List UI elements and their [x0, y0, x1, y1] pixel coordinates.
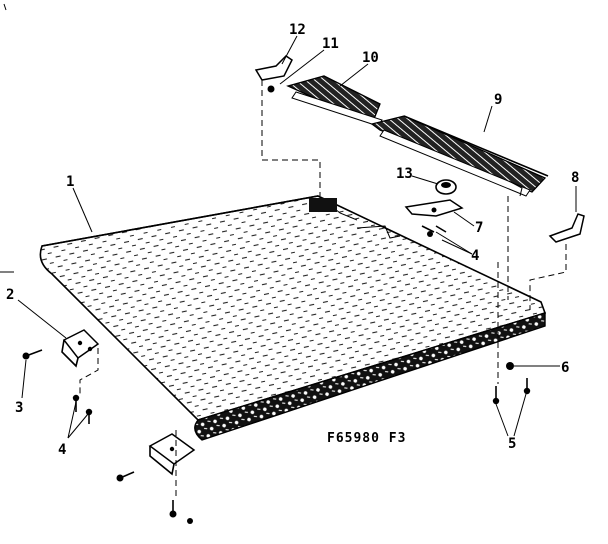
- callout-labels: 1 2 3 4 4 5 6 7 8 9 10 11 12 13: [6, 22, 579, 458]
- rail-assembly: [286, 75, 549, 197]
- board-part-1: [39, 195, 547, 441]
- callout-4-left: 4: [58, 442, 66, 458]
- screws-part-5: [492, 378, 531, 405]
- bracket-part-8: [548, 213, 585, 243]
- frame-marks: [0, 3, 14, 273]
- alignment-lines: [79, 80, 567, 498]
- leader-lines: [17, 35, 577, 439]
- bracket-part-12: [254, 55, 293, 93]
- callout-10: 10: [362, 50, 379, 66]
- screw-part-3: [22, 349, 43, 360]
- screw-lower-front: [116, 471, 193, 524]
- callout-3: 3: [15, 400, 23, 416]
- bracket-part-2: [61, 329, 100, 368]
- callout-12: 12: [289, 22, 306, 38]
- callout-8: 8: [571, 170, 579, 186]
- plate-part-7: [404, 199, 464, 237]
- screw-part-6: [506, 362, 548, 370]
- callout-4-right: 4: [471, 248, 479, 264]
- callout-2: 2: [6, 287, 14, 303]
- callout-7: 7: [475, 220, 483, 236]
- callout-6: 6: [561, 360, 569, 376]
- clip-part-13: [435, 179, 457, 195]
- callout-1: 1: [66, 174, 74, 190]
- figure-code: F65980 F3: [327, 431, 406, 446]
- callout-5: 5: [508, 436, 516, 452]
- bracket-lower-front: [148, 433, 196, 476]
- callout-9: 9: [494, 92, 502, 108]
- callout-13: 13: [396, 166, 413, 182]
- screws-part-4-left: [72, 394, 93, 424]
- callout-11: 11: [322, 36, 339, 52]
